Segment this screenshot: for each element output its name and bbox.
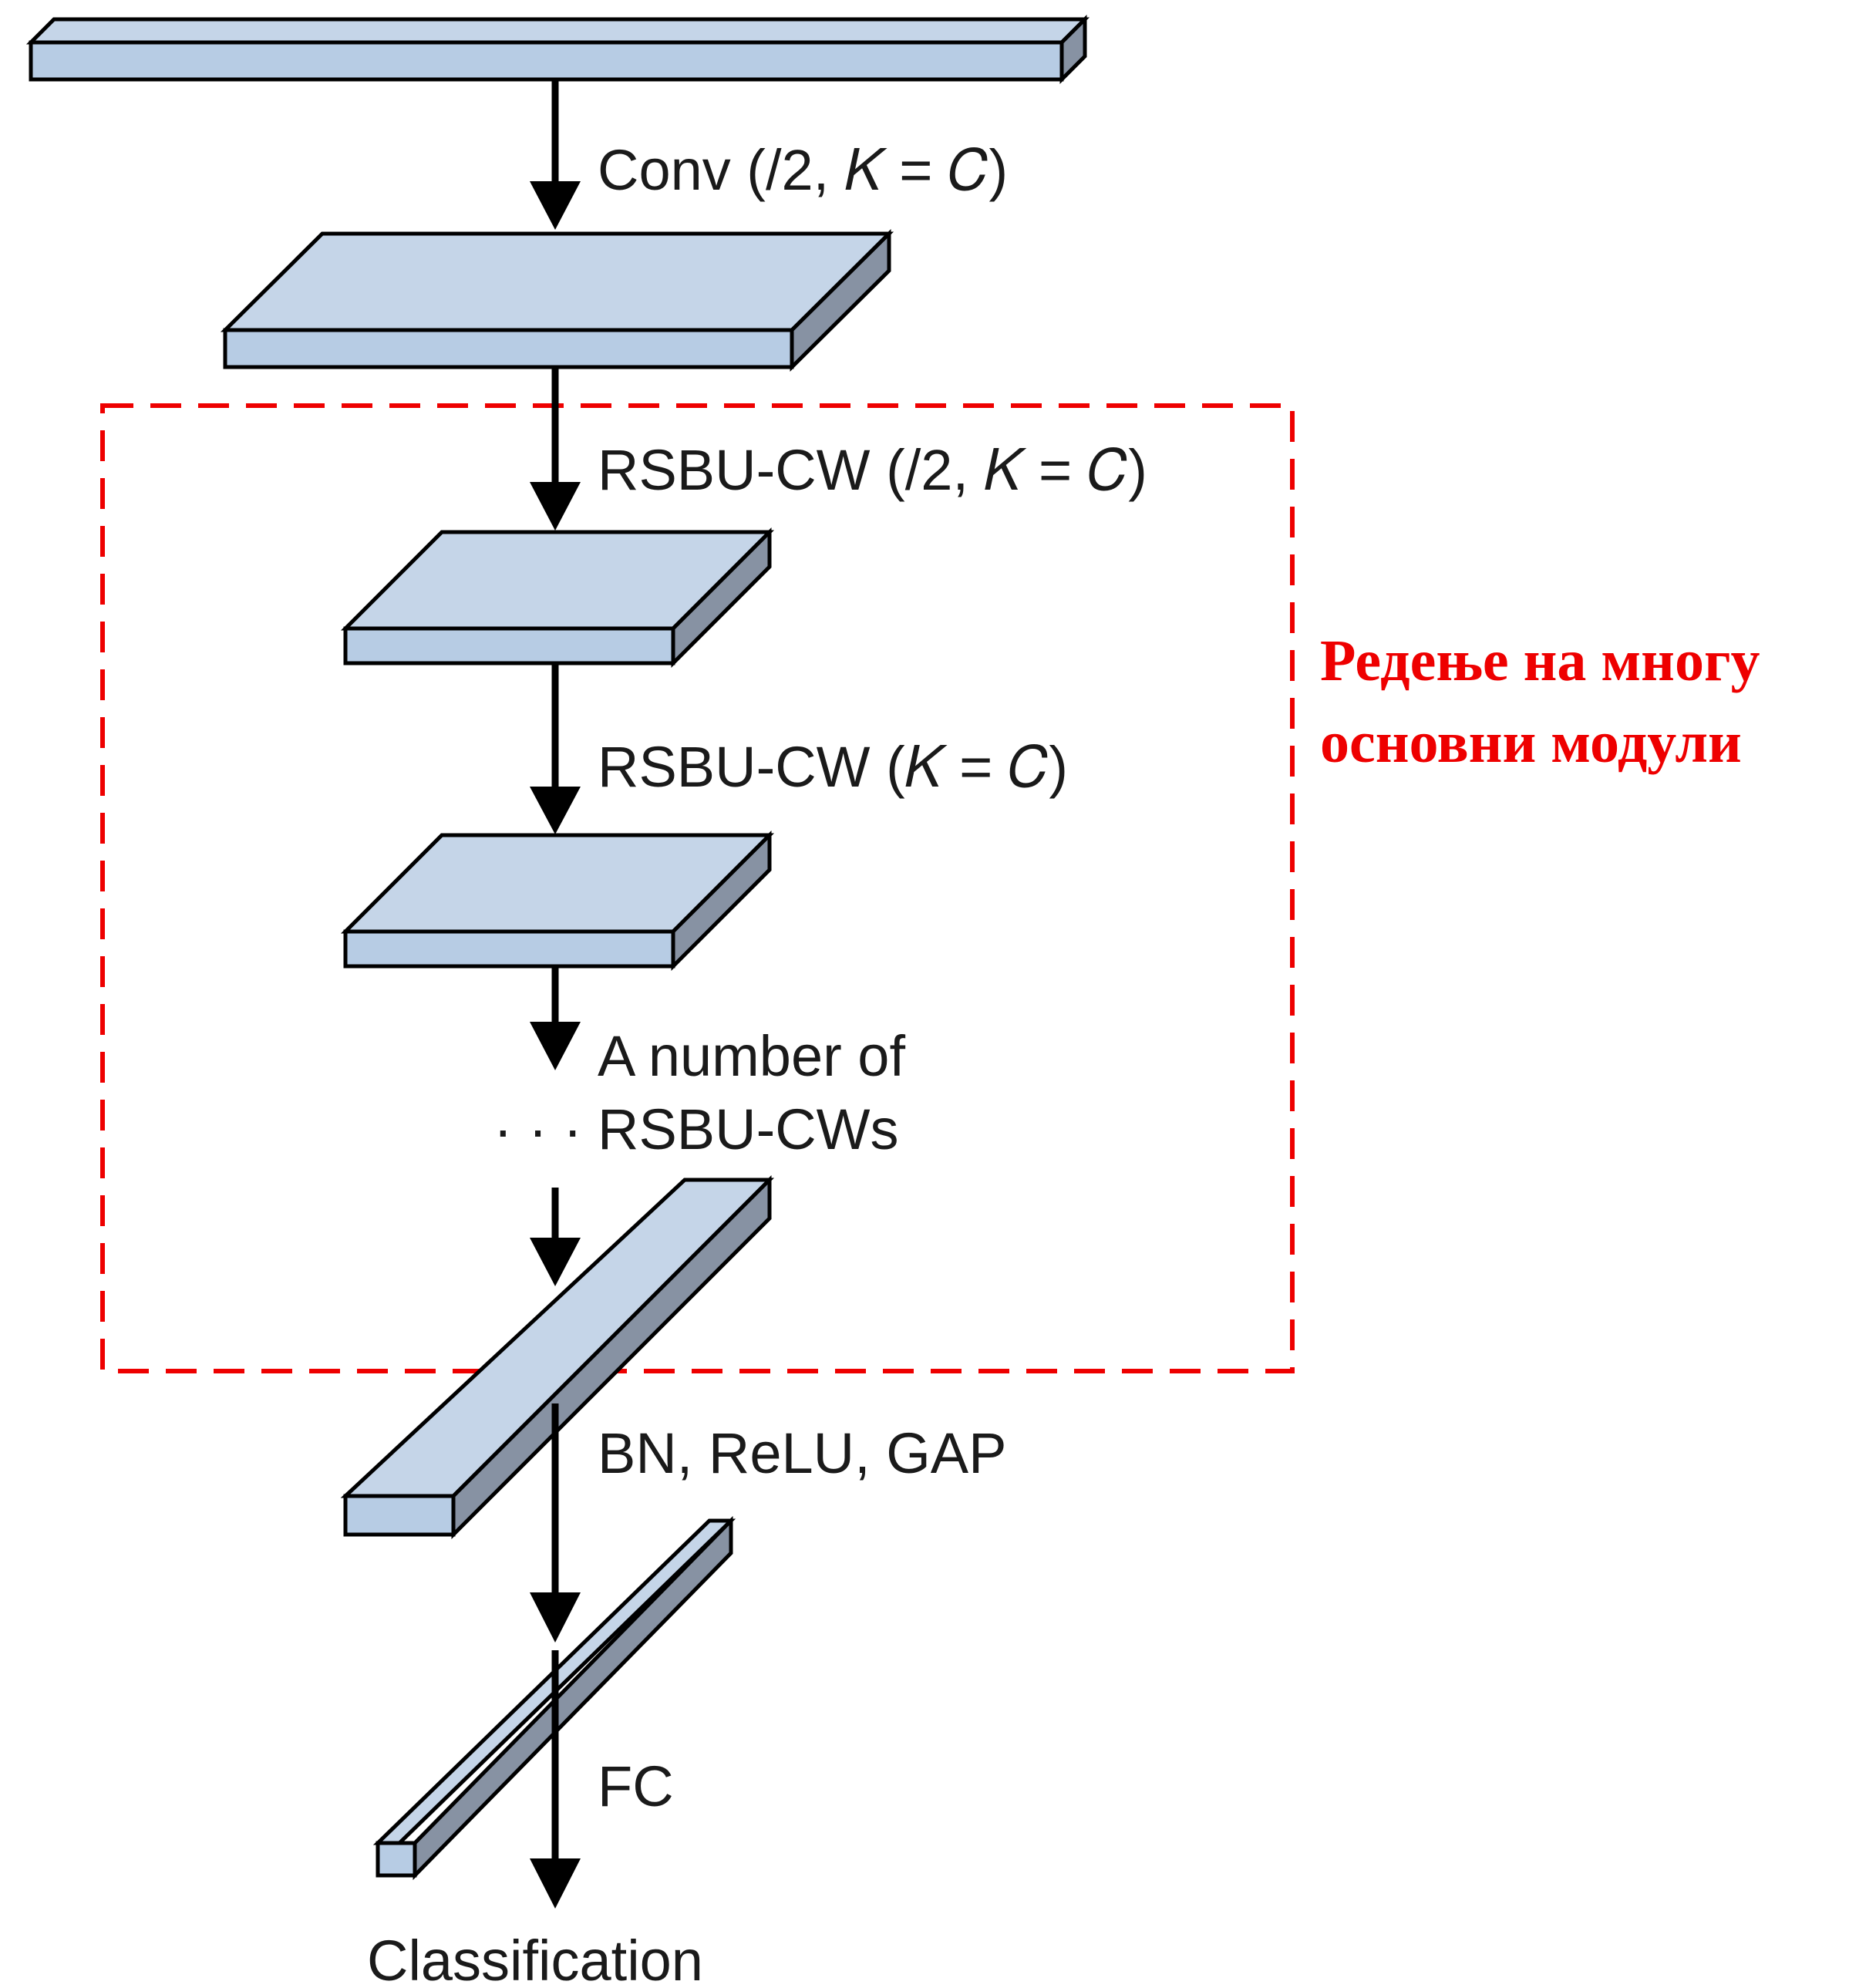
arrow-conv — [530, 79, 581, 230]
input-block — [25, 14, 1090, 85]
arrow-rsbu1 — [530, 367, 581, 531]
rsbu-block-2 — [340, 830, 775, 972]
arrow-into-final-rsbu — [530, 1188, 581, 1286]
bn-relu-gap-label: BN, ReLU, GAP — [598, 1421, 1007, 1485]
conv-output-block — [220, 228, 894, 372]
final-rsbu-block — [340, 1174, 775, 1540]
rsbu1-label: RSBU-CW (/2, 𝐾 = 𝐶) — [598, 438, 1147, 502]
arrow-fc — [530, 1650, 581, 1909]
classification-label: Classification — [367, 1929, 703, 1988]
annotation-line2: основни модули — [1320, 710, 1742, 775]
annotation-line1: Редење на многу — [1320, 628, 1760, 693]
arrow-bn-relu-gap — [530, 1403, 581, 1643]
arrow-many-rsbu — [530, 966, 581, 1070]
conv-label: Conv (/2, 𝐾 = 𝐶) — [598, 138, 1008, 202]
many-rsbu-label-line2: RSBU-CWs — [598, 1097, 899, 1161]
many-rsbu-label-line1: A number of — [598, 1024, 905, 1088]
rsbu2-label: RSBU-CW (𝐾 = 𝐶) — [598, 735, 1068, 799]
arrow-rsbu2 — [530, 663, 581, 834]
stacked-modules-highlight-box — [100, 403, 1295, 1373]
fc-label: FC — [598, 1754, 674, 1818]
rsbu-block-1 — [340, 527, 775, 669]
ellipsis-dots: · · · — [493, 1097, 582, 1161]
